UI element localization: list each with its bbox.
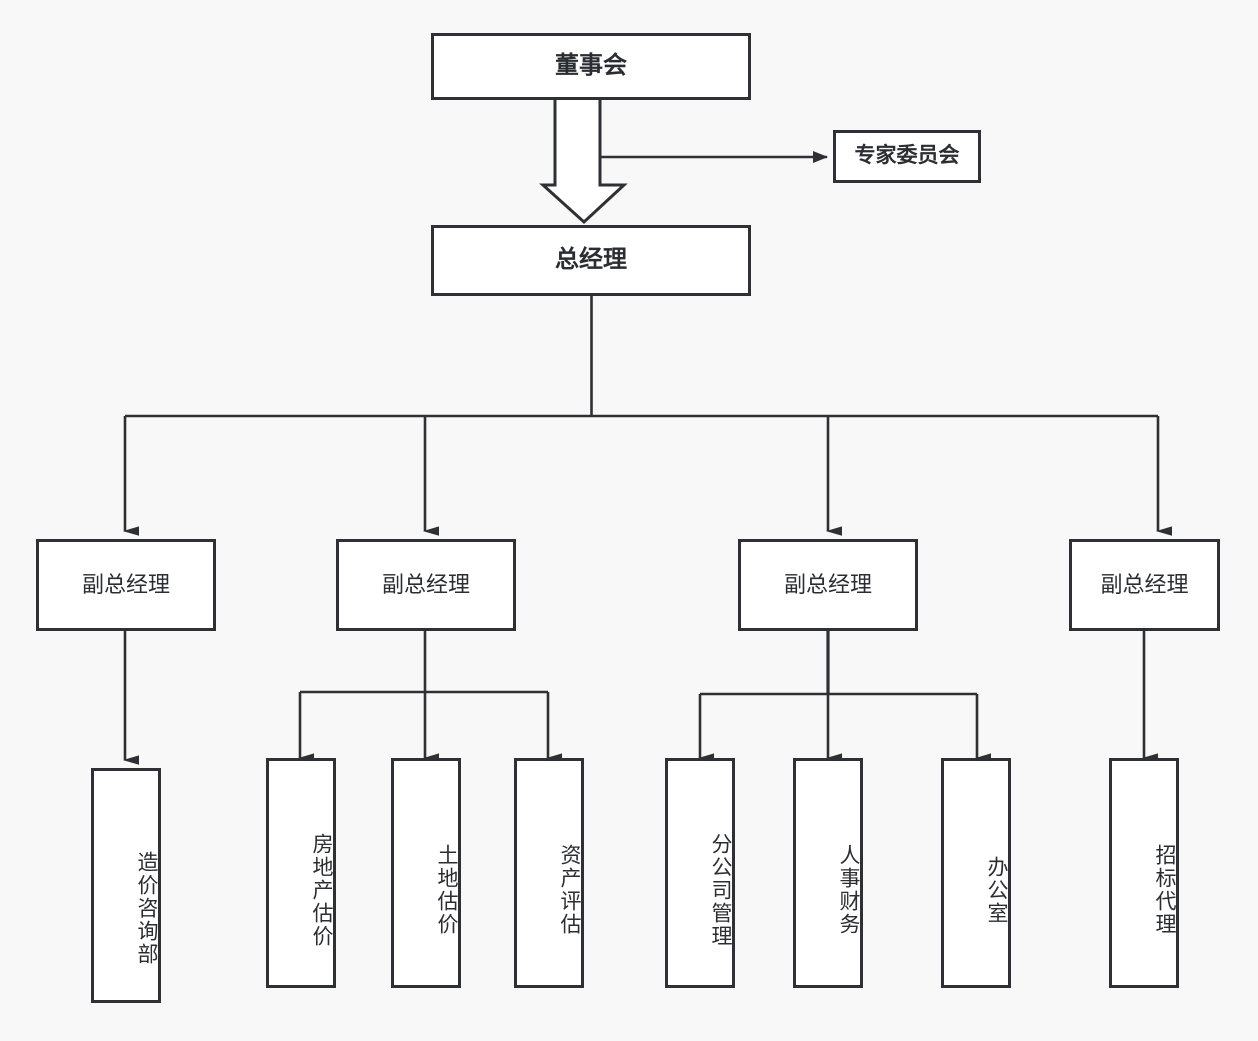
node-dept-asset-appraisal-label: 资产评估 bbox=[558, 844, 581, 936]
node-deputy-4-label: 副总经理 bbox=[1100, 572, 1189, 598]
node-board-label: 董事会 bbox=[555, 52, 627, 80]
node-deputy-4[interactable]: 副总经理 bbox=[1069, 539, 1220, 631]
node-expert-committee[interactable]: 专家委员会 bbox=[833, 130, 981, 183]
node-dept-branch-management-label: 分公司管理 bbox=[709, 832, 732, 948]
node-dept-office-label: 办公室 bbox=[985, 855, 1008, 925]
node-dept-real-estate-valuation[interactable]: 房地产估价 bbox=[266, 758, 336, 988]
block-arrow-board-to-gm-outline bbox=[539, 100, 628, 225]
node-deputy-3[interactable]: 副总经理 bbox=[738, 539, 918, 631]
node-dept-hr-finance-label: 人事财务 bbox=[837, 844, 860, 936]
block-arrow-board-to-gm bbox=[543, 100, 613, 222]
node-deputy-3-label: 副总经理 bbox=[783, 572, 872, 598]
node-dept-bidding-agency[interactable]: 招标代理 bbox=[1109, 758, 1179, 988]
node-dept-bidding-agency-label: 招标代理 bbox=[1153, 844, 1176, 936]
node-dept-real-estate-valuation-label: 房地产估价 bbox=[310, 832, 333, 948]
node-board[interactable]: 董事会 bbox=[431, 33, 751, 100]
node-deputy-1-label: 副总经理 bbox=[81, 572, 170, 598]
node-dept-branch-management[interactable]: 分公司管理 bbox=[665, 758, 735, 988]
node-deputy-2[interactable]: 副总经理 bbox=[336, 539, 516, 631]
node-dept-hr-finance[interactable]: 人事财务 bbox=[793, 758, 863, 988]
node-expert-committee-label: 专家委员会 bbox=[854, 144, 960, 168]
node-dept-office[interactable]: 办公室 bbox=[941, 758, 1011, 988]
node-deputy-2-label: 副总经理 bbox=[381, 572, 470, 598]
node-dept-cost-consulting[interactable]: 造价咨询部 bbox=[91, 768, 161, 1003]
node-general-manager-label: 总经理 bbox=[555, 246, 627, 274]
node-deputy-1[interactable]: 副总经理 bbox=[36, 539, 216, 631]
node-dept-cost-consulting-label: 造价咨询部 bbox=[135, 851, 158, 966]
node-general-manager[interactable]: 总经理 bbox=[431, 225, 751, 296]
node-dept-land-valuation[interactable]: 土地估价 bbox=[391, 758, 461, 988]
node-dept-land-valuation-label: 土地估价 bbox=[435, 844, 458, 936]
node-dept-asset-appraisal[interactable]: 资产评估 bbox=[514, 758, 584, 988]
